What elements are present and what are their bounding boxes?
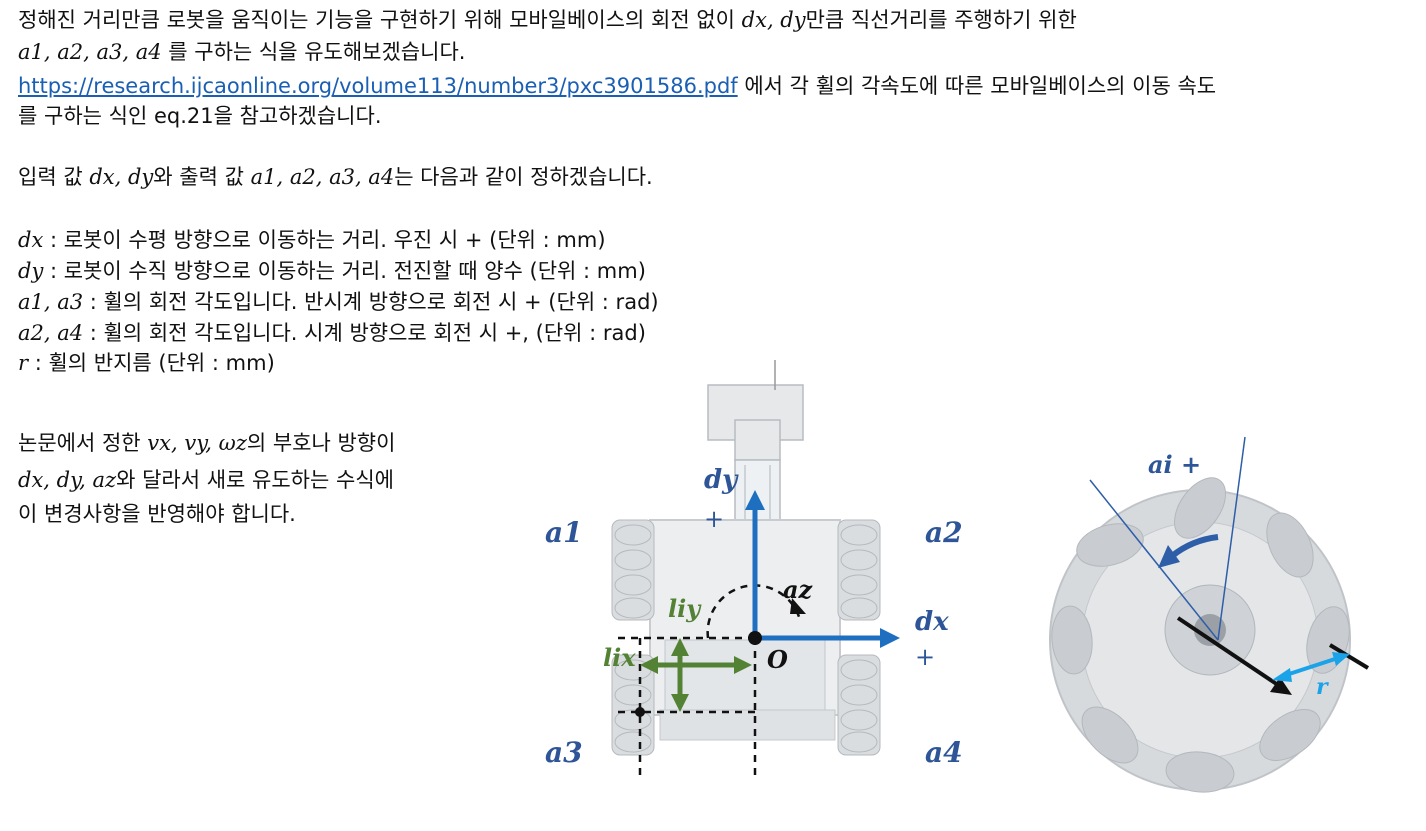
definition-dx: dx : 로봇이 수평 방향으로 이동하는 거리. 우진 시 + (단위 : m… — [18, 228, 606, 252]
label-az: az — [783, 575, 813, 604]
label-liy: liy — [668, 594, 701, 623]
origin-point — [748, 631, 762, 645]
wheel-center-point — [635, 707, 645, 717]
label-dy: dy — [704, 465, 738, 495]
definition-a1-a3: a1, a3 : 휠의 회전 각도입니다. 반시계 방향으로 회전 시 + (단… — [18, 290, 659, 314]
reference-line-1: https://research.ijcaonline.org/volume11… — [18, 74, 1217, 98]
note-line-2: dx, dy, az와 달라서 새로 유도하는 수식에 — [18, 468, 394, 492]
note-line-3: 이 변경사항을 반영해야 합니다. — [18, 502, 296, 526]
definition-a2-a4: a2, a4 : 휠의 회전 각도입니다. 시계 방향으로 회전 시 +, (단… — [18, 321, 646, 345]
angle-arrow — [1158, 534, 1219, 568]
radius-arrow — [1272, 652, 1350, 682]
lix-arrow — [640, 656, 752, 674]
reference-link[interactable]: https://research.ijcaonline.org/volume11… — [18, 74, 738, 98]
wheel-a2 — [837, 519, 881, 621]
math-a1-a4: a1, a2, a3, a4 — [18, 40, 162, 64]
intro-line-1: 정해진 거리만큼 로봇을 움직이는 기능을 구현하기 위해 모바일베이스의 회전… — [18, 8, 1077, 32]
label-lix: lix — [603, 643, 636, 672]
liy-arrow — [671, 638, 689, 712]
label-dx: dx — [915, 607, 949, 637]
label-dy-plus: + — [704, 505, 725, 533]
dx-axis-arrow — [755, 628, 900, 648]
label-a4: a4 — [925, 736, 963, 769]
label-r: r — [1316, 674, 1328, 700]
dy-axis-arrow — [745, 490, 765, 638]
label-ai-plus: ai + — [1148, 450, 1202, 479]
definition-r: r : 휠의 반지름 (단위 : mm) — [18, 351, 275, 375]
label-a3: a3 — [545, 736, 583, 769]
io-line: 입력 값 dx, dy와 출력 값 a1, a2, a3, a4는 다음과 같이… — [18, 165, 653, 189]
label-a2: a2 — [925, 516, 963, 549]
label-a1: a1 — [545, 516, 583, 549]
angle-line — [1089, 479, 1219, 641]
math-dx-dy: dx, dy — [741, 8, 806, 32]
reference-line-2: 를 구하는 식인 eq.21을 참고하겠습니다. — [18, 104, 382, 128]
az-arrowhead — [790, 598, 806, 614]
radius-tick — [1328, 643, 1370, 670]
wheel-axis-arrow — [1176, 616, 1292, 695]
mecanum-wheel — [1049, 477, 1351, 793]
wheel-a1 — [611, 519, 655, 621]
intro-line-2: a1, a2, a3, a4 를 구하는 식을 유도해보겠습니다. — [18, 40, 466, 64]
reference-line — [1217, 436, 1246, 641]
label-dx-plus: + — [915, 643, 936, 671]
definition-dy: dy : 로봇이 수직 방향으로 이동하는 거리. 전진할 때 양수 (단위 :… — [18, 259, 646, 283]
note-line-1: 논문에서 정한 vx, vy, ωz의 부호나 방향이 — [18, 431, 396, 455]
label-origin: O — [767, 645, 788, 674]
wheel-a4 — [837, 654, 881, 756]
